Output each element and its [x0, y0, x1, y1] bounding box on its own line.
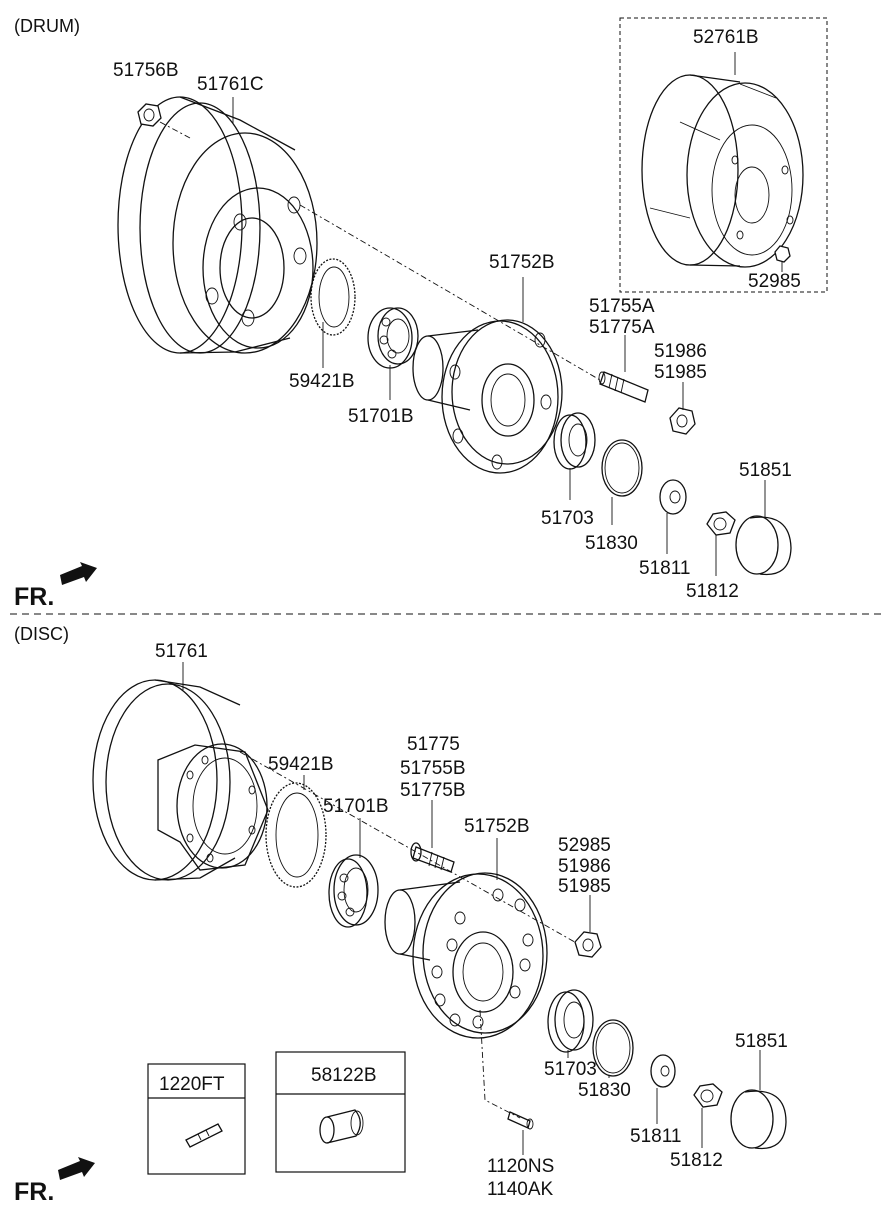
label-51755B: 51755B	[400, 758, 466, 779]
label-51811-drum: 51811	[639, 558, 690, 579]
nut-51812	[706, 511, 736, 536]
label-51752B-disc: 51752B	[464, 816, 530, 837]
oring-51830-disc	[592, 1019, 634, 1077]
drum-section: (DRUM)	[14, 16, 828, 611]
label-51752B-drum: 51752B	[489, 252, 555, 273]
bearing-51703	[553, 412, 596, 470]
label-51775A: 51775A	[589, 317, 655, 338]
bearing-51701B	[367, 307, 419, 369]
cap-51851-disc	[730, 1089, 787, 1150]
section-title-disc: (DISC)	[14, 624, 69, 644]
label-51851-disc: 51851	[735, 1031, 788, 1052]
label-51701B-disc: 51701B	[323, 796, 389, 817]
label-52985-drum: 52985	[748, 271, 801, 292]
nut-51986	[669, 407, 696, 435]
leader-51756B	[159, 121, 191, 139]
hub-51752B-disc	[384, 872, 548, 1039]
bolt-1120NS	[507, 1111, 534, 1130]
label-51703-drum: 51703	[541, 508, 594, 529]
fr-arrow-icon	[58, 1157, 95, 1180]
brake-disc-51761	[92, 679, 269, 881]
label-52761B: 52761B	[693, 27, 759, 48]
bolt-axis-disc	[479, 1009, 521, 1119]
nut-51812-disc	[693, 1083, 723, 1108]
box-1220FT: 1220FT	[147, 1063, 246, 1175]
nut-51756B	[137, 103, 162, 127]
disc-section: (DISC)	[14, 624, 788, 1206]
centre-axis-disc	[239, 751, 581, 946]
cap-51851	[735, 515, 792, 576]
washer-51811-disc	[650, 1054, 676, 1088]
brake-drum-51761C	[117, 96, 318, 354]
label-51812-drum: 51812	[686, 581, 739, 602]
label-51761: 51761	[155, 641, 208, 662]
label-51756B: 51756B	[113, 60, 179, 81]
label-52985-disc: 52985	[558, 835, 611, 856]
nut-52985-disc	[574, 931, 602, 958]
label-51755A: 51755A	[589, 296, 655, 317]
label-51812-disc: 51812	[670, 1150, 723, 1171]
box-label-58122B: 58122B	[311, 1065, 377, 1086]
nut-52985-drum	[774, 245, 791, 263]
label-59421B-disc: 59421B	[268, 754, 334, 775]
stud-51775	[410, 842, 455, 873]
box-58122B: 58122B	[275, 1051, 406, 1173]
bearing-51701B-disc	[328, 854, 379, 928]
fr-arrow-icon	[60, 562, 97, 585]
box-label-1220FT: 1220FT	[159, 1074, 225, 1095]
label-51703-disc: 51703	[544, 1059, 597, 1080]
washer-51811	[659, 479, 687, 515]
label-51775: 51775	[407, 734, 460, 755]
fr-label-drum: FR.	[14, 583, 54, 611]
tone-wheel-59421B	[310, 258, 356, 336]
label-51830-drum: 51830	[585, 533, 638, 554]
label-51811-disc: 51811	[630, 1126, 681, 1147]
bearing-51703-disc	[547, 989, 594, 1053]
label-1120NS: 1120NS	[487, 1156, 554, 1177]
label-51986-disc: 51986	[558, 856, 611, 877]
disc-leaders	[182, 662, 761, 1155]
tone-wheel-59421B-disc	[265, 782, 327, 888]
fr-label-disc: FR.	[14, 1178, 54, 1206]
label-51761C: 51761C	[197, 74, 264, 95]
label-59421B-drum: 59421B	[289, 371, 355, 392]
label-51985-drum: 51985	[654, 362, 707, 383]
oring-51830	[601, 439, 643, 497]
label-51701B-drum: 51701B	[348, 406, 414, 427]
drum-leaders	[232, 52, 783, 576]
section-title-drum: (DRUM)	[14, 16, 80, 36]
stud-51755A	[598, 371, 649, 403]
alt-drum-52761B	[641, 74, 804, 268]
alt-drum-box	[619, 17, 828, 293]
label-1140AK: 1140AK	[487, 1179, 554, 1200]
label-51985-disc: 51985	[558, 876, 611, 897]
label-51775B: 51775B	[400, 780, 466, 801]
hub-51752B	[412, 319, 563, 474]
label-51830-disc: 51830	[578, 1080, 631, 1101]
label-51986-drum: 51986	[654, 341, 707, 362]
centre-axis-drum	[299, 204, 601, 381]
label-51851-drum: 51851	[739, 460, 792, 481]
